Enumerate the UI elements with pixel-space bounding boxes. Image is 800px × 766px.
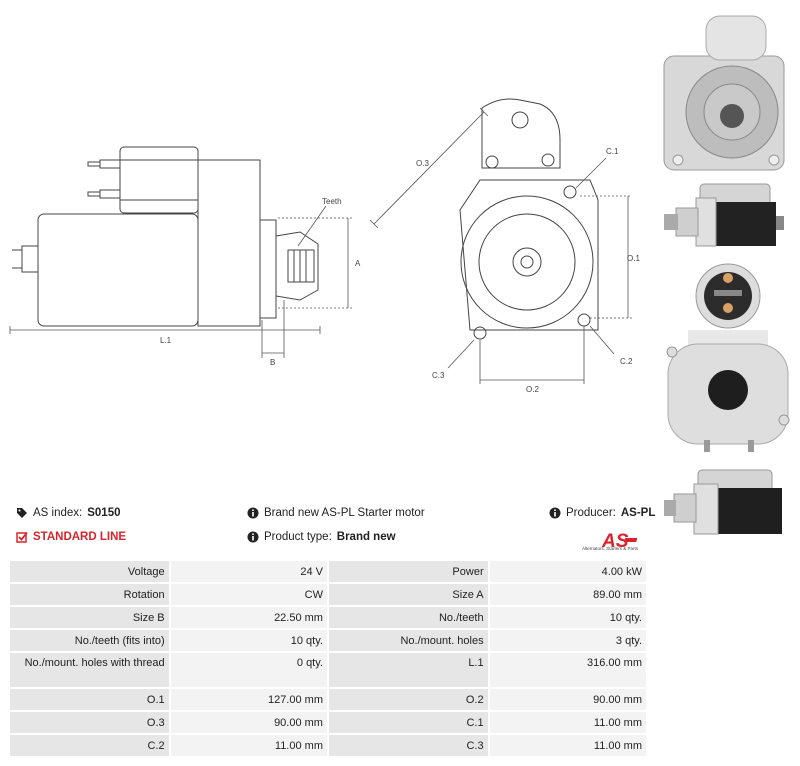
spec-value: 3 qty. bbox=[489, 630, 646, 651]
label-a: A bbox=[355, 259, 361, 268]
technical-drawings: Teeth A B L.1 O.3 C.1 O.1 C.2 C.3 O.2 bbox=[9, 98, 640, 394]
side-view-drawing bbox=[12, 146, 319, 327]
label-c2: C.2 bbox=[620, 357, 633, 366]
as-pl-logo: AS bbox=[601, 531, 638, 552]
description-text: Brand new AS-PL Starter motor bbox=[264, 507, 425, 519]
producer-label: Producer: bbox=[566, 507, 616, 519]
product-type: Product type: Brand new bbox=[247, 531, 396, 543]
info-icon bbox=[549, 507, 561, 519]
spec-label: L.1 bbox=[328, 653, 488, 687]
spec-label: Power bbox=[328, 561, 488, 582]
spec-value: 316.00 mm bbox=[489, 653, 646, 687]
tag-icon bbox=[17, 508, 27, 518]
spec-value: 10 qty. bbox=[170, 630, 327, 651]
product-photos bbox=[656, 0, 800, 560]
label-c1: C.1 bbox=[606, 147, 619, 156]
spec-value: 127.00 mm bbox=[170, 689, 327, 710]
front-view-drawing bbox=[459, 98, 599, 340]
photo-side-view-1 bbox=[664, 183, 784, 247]
photo-rear-view bbox=[695, 263, 761, 329]
product-info: AS index: S0150 STANDARD LINE Brand new … bbox=[0, 500, 660, 550]
label-l1: L.1 bbox=[160, 336, 172, 345]
standard-line-label: STANDARD LINE bbox=[33, 531, 127, 543]
spec-value: 0 qty. bbox=[170, 653, 327, 687]
spec-value: 10 qty. bbox=[489, 607, 646, 628]
photo-end-view bbox=[666, 330, 790, 452]
spec-label: No./teeth (fits into) bbox=[10, 630, 169, 651]
spec-label: C.2 bbox=[10, 735, 169, 756]
product-type-value: Brand new bbox=[336, 531, 396, 543]
table-row: No./teeth (fits into)10 qty.No./mount. h… bbox=[10, 630, 646, 651]
label-o2: O.2 bbox=[526, 385, 539, 394]
as-index-label: AS index: bbox=[33, 507, 83, 519]
label-teeth: Teeth bbox=[322, 197, 342, 206]
spec-value: 90.00 mm bbox=[489, 689, 646, 710]
spec-label: Size A bbox=[328, 584, 488, 605]
standard-line: STANDARD LINE bbox=[16, 531, 126, 543]
spec-value: 89.00 mm bbox=[489, 584, 646, 605]
spec-label: C.1 bbox=[328, 712, 488, 733]
spec-label: Size B bbox=[10, 607, 169, 628]
spec-label: No./mount. holes with thread bbox=[10, 653, 169, 687]
spec-value: 24 V bbox=[170, 561, 327, 582]
spec-label: O.1 bbox=[10, 689, 169, 710]
logo-tagline: Alternators, Starters & Parts bbox=[582, 546, 639, 551]
logo-text: AS bbox=[601, 531, 629, 552]
label-b: B bbox=[270, 358, 275, 367]
spec-value: 11.00 mm bbox=[489, 735, 646, 756]
spec-value: 4.00 kW bbox=[489, 561, 646, 582]
spec-value: 90.00 mm bbox=[170, 712, 327, 733]
photo-side-view-2 bbox=[664, 469, 782, 535]
producer-value: AS-PL bbox=[620, 507, 656, 519]
spec-label: Voltage bbox=[10, 561, 169, 582]
spec-label: Rotation bbox=[10, 584, 169, 605]
as-index-value: S0150 bbox=[87, 507, 121, 519]
photo-front-view bbox=[663, 15, 785, 171]
spec-label: No./mount. holes bbox=[328, 630, 488, 651]
producer: Producer: AS-PL bbox=[549, 507, 655, 519]
label-c3: C.3 bbox=[432, 371, 445, 380]
spec-label: O.3 bbox=[10, 712, 169, 733]
info-icon bbox=[247, 507, 259, 519]
spec-value: CW bbox=[170, 584, 327, 605]
checkbox-icon bbox=[16, 531, 28, 543]
product-type-label: Product type: bbox=[264, 531, 332, 543]
spec-label: O.2 bbox=[328, 689, 488, 710]
info-icon bbox=[247, 531, 259, 543]
spec-value: 11.00 mm bbox=[170, 735, 327, 756]
description: Brand new AS-PL Starter motor bbox=[247, 507, 425, 519]
as-index: AS index: S0150 bbox=[16, 507, 121, 519]
spec-value: 11.00 mm bbox=[489, 712, 646, 733]
label-o1: O.1 bbox=[627, 254, 640, 263]
spec-label: No./teeth bbox=[328, 607, 488, 628]
label-o3: O.3 bbox=[416, 159, 429, 168]
spec-value: 22.50 mm bbox=[170, 607, 327, 628]
spec-label: C.3 bbox=[328, 735, 488, 756]
